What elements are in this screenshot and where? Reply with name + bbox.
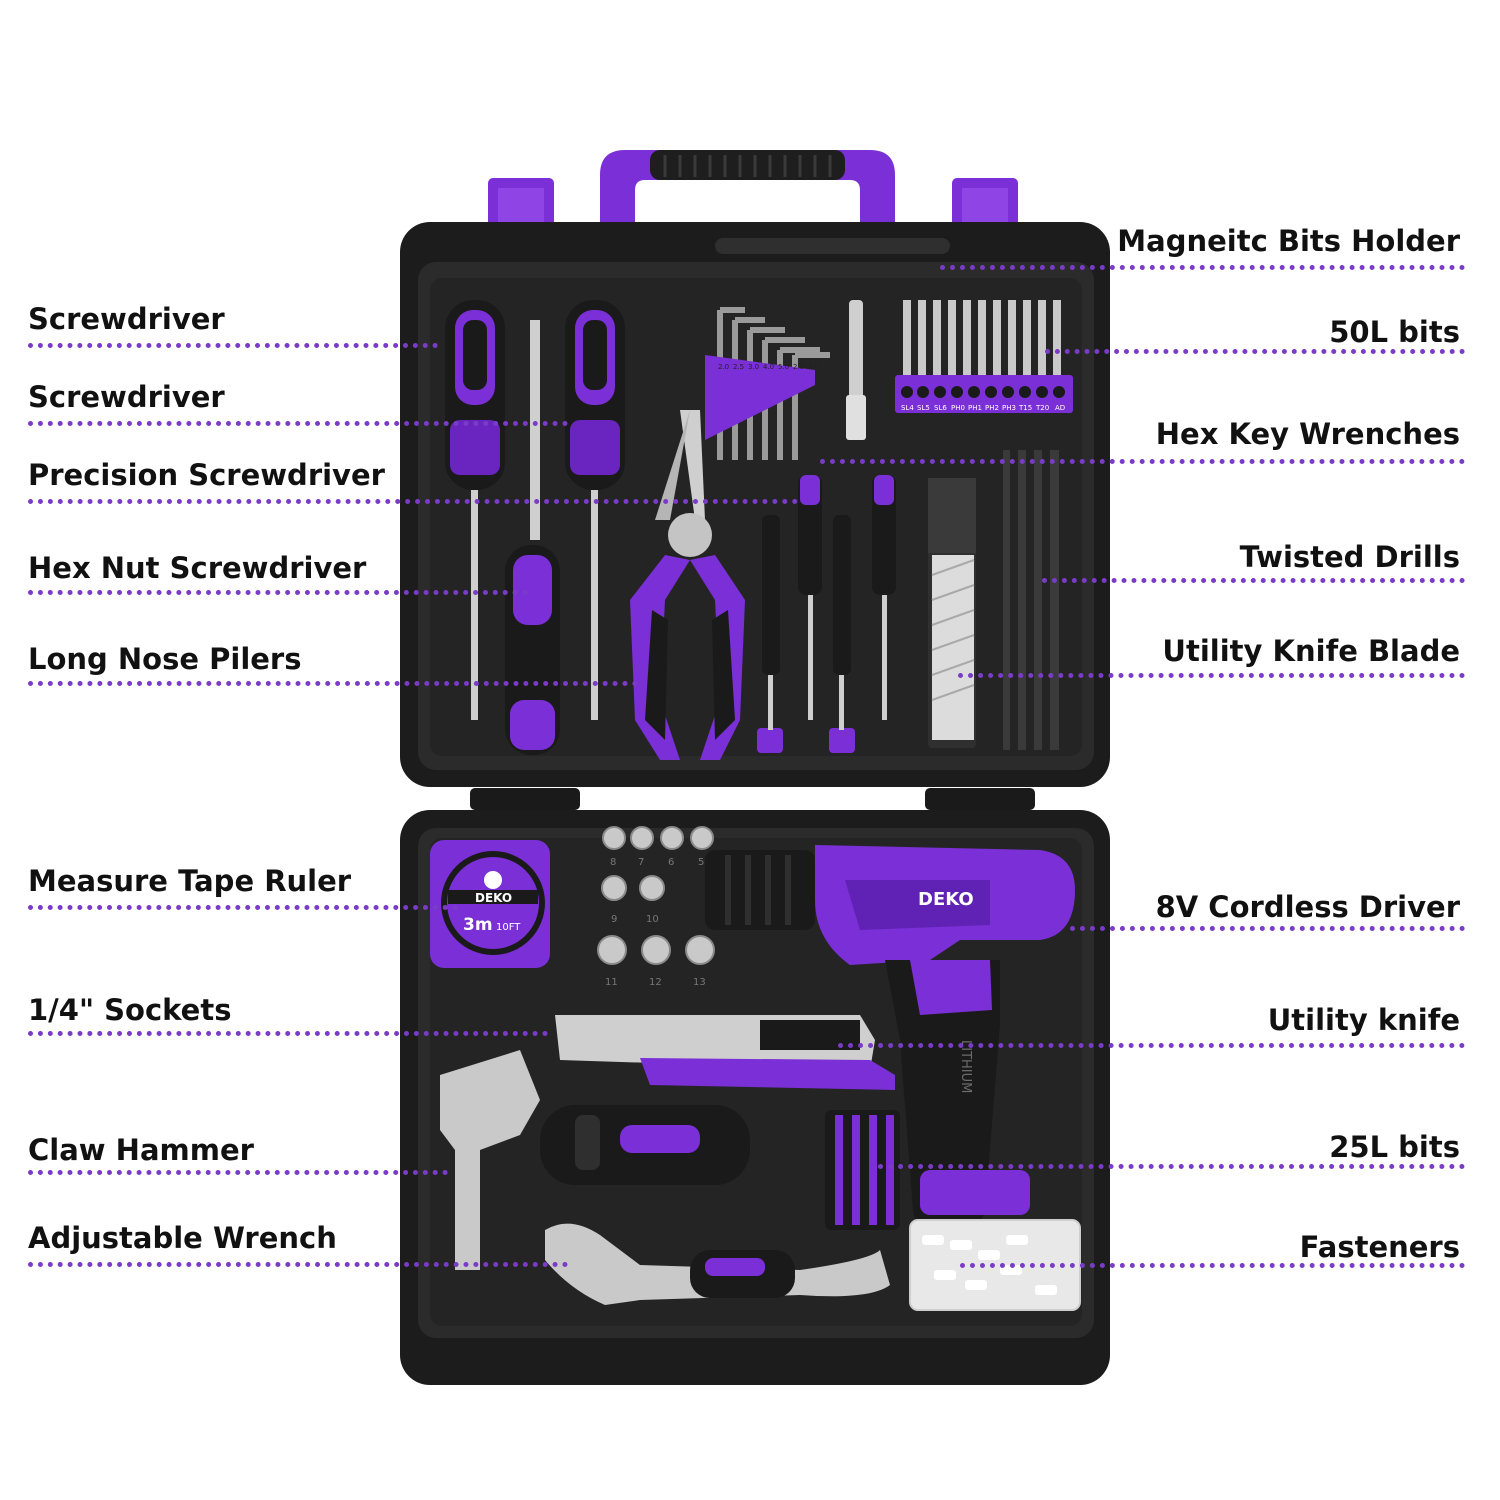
leader-fasteners <box>960 1263 1465 1268</box>
precision-screwdrivers <box>757 475 896 753</box>
label-screwdriver-2: Screwdriver <box>28 380 225 414</box>
svg-text:3.0: 3.0 <box>748 363 759 371</box>
leader-utility-knife-blade <box>958 673 1465 678</box>
leader-hex-key-wrenches <box>820 459 1465 464</box>
leader-screwdriver-2 <box>28 421 568 426</box>
label-hex-nut-screwdriver: Hex Nut Screwdriver <box>28 551 367 585</box>
svg-text:2.0: 2.0 <box>808 363 819 371</box>
screwdriver-2 <box>565 300 625 720</box>
label-cordless-driver: 8V Cordless Driver <box>1155 890 1460 924</box>
magnetic-bits-holder <box>846 300 866 440</box>
label-magnetic-bits-holder: Magneitc Bits Holder <box>1117 224 1460 258</box>
label-utility-knife-blade: Utility Knife Blade <box>1162 634 1460 668</box>
svg-text:T15: T15 <box>1018 404 1032 412</box>
leader-adjustable-wrench <box>28 1262 568 1267</box>
hex-key-wrenches <box>705 307 830 460</box>
leader-claw-hammer <box>28 1170 448 1175</box>
label-long-nose-pliers: Long Nose Pilers <box>28 642 302 676</box>
leader-utility-knife <box>838 1043 1465 1048</box>
leader-25l-bits <box>878 1164 1465 1169</box>
svg-text:12: 12 <box>649 977 662 988</box>
leader-twisted-drills <box>1042 578 1465 583</box>
label-fasteners: Fasteners <box>1299 1230 1460 1264</box>
leader-precision-screwdriver <box>28 499 798 504</box>
leader-measure-tape <box>28 905 458 910</box>
case-hinges <box>470 788 1035 810</box>
cordless-driver <box>705 845 1075 1230</box>
label-twisted-drills: Twisted Drills <box>1239 540 1460 574</box>
svg-text:PH2: PH2 <box>985 404 999 412</box>
tape-size-sub: 10FT <box>496 922 521 933</box>
bit-strip-50l <box>895 300 1073 413</box>
bit-holder-25l <box>825 1110 900 1230</box>
svg-text:2.0: 2.0 <box>718 363 729 371</box>
svg-text:13: 13 <box>693 977 706 988</box>
label-sockets: 1/4" Sockets <box>28 993 232 1027</box>
svg-text:AD: AD <box>1055 404 1065 412</box>
leader-long-nose-pliers <box>28 681 638 686</box>
tape-brand: DEKO <box>475 891 512 905</box>
svg-text:2.5: 2.5 <box>793 363 804 371</box>
svg-text:PH1: PH1 <box>968 404 982 412</box>
svg-text:10: 10 <box>646 914 659 925</box>
svg-text:7: 7 <box>638 857 644 868</box>
label-adjustable-wrench: Adjustable Wrench <box>28 1221 337 1255</box>
bit-labels: SL4 SL5 SL6 PH0 PH1 PH2 PH3 T15 T20 AD <box>901 404 1065 412</box>
leader-screwdriver-1 <box>28 343 438 348</box>
leader-hex-nut-screwdriver <box>28 590 528 595</box>
tape-size-main: 3m <box>463 915 493 935</box>
socket-size-labels: 8 7 6 5 9 10 11 12 13 <box>605 857 706 988</box>
label-50l-bits: 50L bits <box>1329 315 1460 349</box>
svg-text:8: 8 <box>610 857 616 868</box>
svg-text:T20: T20 <box>1035 404 1049 412</box>
long-nose-pliers <box>630 410 745 760</box>
label-utility-knife: Utility knife <box>1267 1003 1460 1037</box>
svg-text:5.0: 5.0 <box>778 363 789 371</box>
leader-magnetic-bits-holder <box>940 265 1465 270</box>
label-25l-bits: 25L bits <box>1329 1130 1460 1164</box>
svg-text:SL4: SL4 <box>901 404 914 412</box>
svg-text:PH3: PH3 <box>1002 404 1016 412</box>
svg-text:5: 5 <box>698 857 704 868</box>
twisted-drills <box>1003 450 1059 750</box>
case-handle <box>600 150 895 250</box>
label-precision-screwdriver: Precision Screwdriver <box>28 458 385 492</box>
svg-text:11: 11 <box>605 977 618 988</box>
label-claw-hammer: Claw Hammer <box>28 1133 254 1167</box>
screwdriver-1 <box>445 300 505 720</box>
label-hex-key-wrenches: Hex Key Wrenches <box>1155 417 1460 451</box>
driver-grip-text: LITHIUM <box>958 1040 973 1093</box>
leader-cordless-driver <box>1070 926 1465 931</box>
hex-key-size-labels: 2.0 2.5 3.0 4.0 5.0 2.5 2.0 <box>718 363 819 371</box>
sockets <box>597 826 715 965</box>
svg-text:4.0: 4.0 <box>763 363 774 371</box>
utility-knife-blades <box>928 478 976 748</box>
claw-hammer <box>440 1050 750 1270</box>
svg-text:2.5: 2.5 <box>733 363 744 371</box>
leader-sockets <box>28 1031 548 1036</box>
svg-text:SL5: SL5 <box>917 404 930 412</box>
utility-knife <box>555 1015 895 1090</box>
svg-text:PH0: PH0 <box>951 404 965 412</box>
label-measure-tape: Measure Tape Ruler <box>28 864 352 898</box>
svg-text:SL6: SL6 <box>934 404 947 412</box>
leader-50l-bits <box>1045 349 1465 354</box>
adjustable-wrench <box>545 1223 890 1305</box>
svg-text:6: 6 <box>668 857 674 868</box>
label-screwdriver-1: Screwdriver <box>28 302 225 336</box>
hex-nut-screwdriver <box>505 320 560 755</box>
driver-brand: DEKO <box>918 889 974 910</box>
measure-tape <box>430 840 550 968</box>
svg-text:9: 9 <box>611 914 617 925</box>
